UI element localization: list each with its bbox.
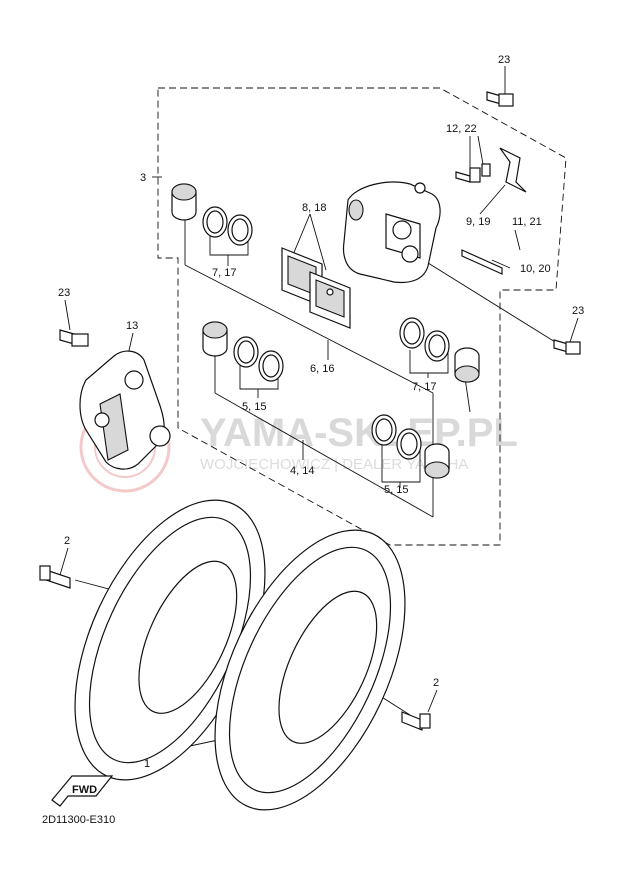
callout-23-right: 23 (572, 305, 584, 317)
callout-4-14: 4, 14 (290, 465, 314, 477)
pad-spring (499, 147, 527, 193)
piston-set-top (171, 183, 253, 246)
bolt-2-left-head (39, 565, 51, 581)
callout-5-15-left: 5, 15 (242, 401, 266, 413)
callout-11-21: 11, 21 (512, 216, 542, 228)
callout-23-left: 23 (58, 287, 70, 299)
callout-labels: 23 12, 22 3 8, 18 9, 19 11, 21 10, 20 7,… (58, 54, 584, 770)
callout-9-19: 9, 19 (466, 216, 490, 228)
fwd-arrow-icon: FWD (51, 775, 114, 807)
piston-set-bottom (371, 414, 450, 479)
callout-7-17-top: 7, 17 (212, 267, 236, 279)
piston-set-middle (202, 317, 480, 383)
callout-8-18: 8, 18 (302, 202, 326, 214)
watermark-subtext: WOJCIECHOWICZ | DEALER YAMAHA (200, 456, 468, 473)
callout-13: 13 (126, 320, 138, 332)
callout-7-17-mid: 7, 17 (412, 381, 436, 393)
bleed-screw (455, 171, 471, 183)
callout-2-right: 2 (433, 677, 439, 689)
callout-23-top: 23 (498, 54, 510, 66)
callout-5-15-right: 5, 15 (384, 484, 408, 496)
watermark-text: YAMA-SKLEP.PL (200, 411, 518, 455)
bolt-2-right (401, 711, 423, 731)
callout-6-16: 6, 16 (310, 363, 334, 375)
bolt-2-right-head (419, 713, 431, 729)
brake-disc-right (214, 529, 406, 811)
caliper-bracket (59, 329, 171, 470)
callout-10-20: 10, 20 (520, 263, 551, 275)
callout-1: 1 (144, 758, 150, 770)
watermark: YAMA-SKLEP.PL WOJCIECHOWICZ | DEALER YAM… (79, 401, 518, 493)
caliper-hardware (455, 91, 581, 355)
diagram-code: 2D11300-E310 (42, 814, 115, 826)
pad-pin (461, 249, 503, 275)
front-brake-caliper (342, 181, 441, 284)
brake-pads (281, 247, 351, 329)
callout-3: 3 (140, 172, 146, 184)
fwd-label: FWD (72, 784, 97, 796)
caliper-assembly-boundary (157, 87, 567, 546)
callout-12-22: 12, 22 (446, 123, 477, 135)
callout-2-left: 2 (64, 535, 70, 547)
